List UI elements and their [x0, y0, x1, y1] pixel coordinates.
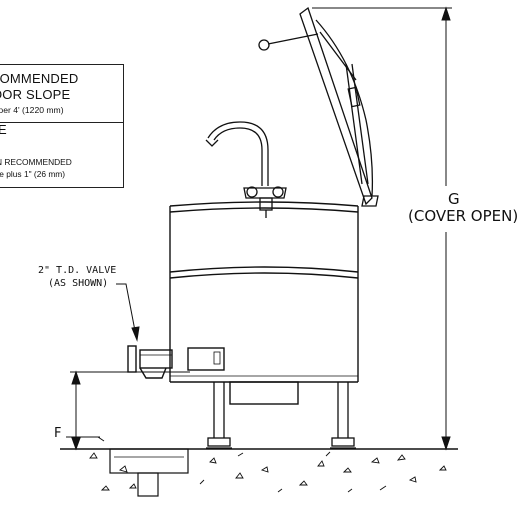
- callout-line-2: OOR SLOPE: [0, 87, 71, 102]
- callout-line-6: lve size plus 1" (26 mm): [0, 169, 66, 179]
- valve-label-line-1: 2" T.D. VALVE: [38, 265, 117, 276]
- floor-drain: [109, 448, 189, 497]
- callout-line-4: E: [0, 122, 7, 137]
- f-dimension-letter: F: [54, 426, 62, 441]
- callout-line-1: COMMENDED: [0, 71, 79, 86]
- g-dimension: [312, 6, 452, 451]
- open-cover: [258, 6, 379, 207]
- g-dimension-letter: G: [448, 190, 460, 208]
- kettle-body: [127, 201, 359, 405]
- callout-line-5: RAIN RECOMMENDED: [0, 157, 72, 167]
- floor-slope-callout: COMMENDED OOR SLOPE m) per 4' (1220 mm) …: [0, 64, 124, 188]
- callout-line-3: m) per 4' (1220 mm): [0, 105, 64, 115]
- f-dimension: [66, 370, 190, 451]
- floor-aggregate: [89, 451, 447, 493]
- faucet: [205, 121, 287, 218]
- valve-label-line-2: (AS SHOWN): [48, 278, 109, 289]
- callout-divider: [0, 122, 123, 123]
- valve-leader: [116, 283, 140, 342]
- kettle-legs: [206, 382, 356, 449]
- g-dimension-note: (COVER OPEN): [408, 207, 519, 225]
